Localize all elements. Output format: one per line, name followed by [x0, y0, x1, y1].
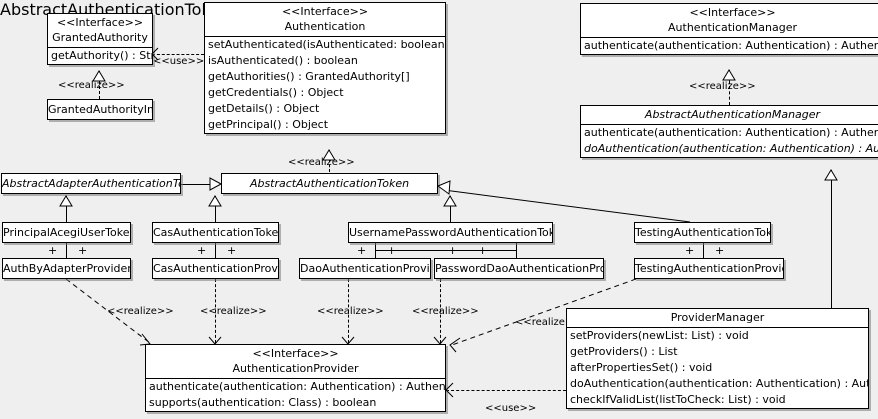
class-provider-manager[interactable]: ProviderManager setProviders(newList: Li…: [566, 308, 869, 409]
class-name: GrantedAuthority: [52, 31, 148, 44]
class-auth-by-adapter-provider[interactable]: AuthByAdapterProvider: [2, 258, 131, 279]
divider: [567, 327, 868, 328]
multiplicity-plus: +: [78, 244, 88, 257]
multiplicity-plus: +: [715, 244, 725, 257]
operation: authenticate(authentication: Authenticat…: [584, 39, 878, 52]
class-header: ProviderManager: [567, 309, 868, 327]
class-abstract-adapter-authentication-token[interactable]: AbstractAdapterAuthenticationToken: [1, 173, 181, 194]
assoc-line-cas-casprovider: [215, 243, 216, 258]
realize-line-dao-provider: [348, 279, 349, 343]
class-authentication-provider[interactable]: <<Interface>> AuthenticationProvider aut…: [145, 344, 446, 412]
operation: getCredentials() : Object: [208, 86, 344, 99]
operation: doAuthentication(authentication: Authent…: [584, 142, 878, 155]
multiplicity-plus: +: [478, 244, 488, 257]
operation: getPrincipal() : Object: [208, 118, 329, 131]
gen-line-providermanager: [831, 170, 832, 308]
class-dao-authentication-provider[interactable]: DaoAuthenticationProvider: [299, 258, 431, 279]
operation: setAuthenticated(isAuthenticated: boolea…: [208, 38, 445, 51]
operations-compartment: setProviders(newList: List) : void getPr…: [567, 328, 868, 408]
multiplicity-plus: +: [685, 244, 695, 257]
class-header: <<Interface>> GrantedAuthority: [48, 14, 152, 47]
assoc-bar-username-providers: [375, 250, 517, 251]
realize-line-grantedauthorityimpl: [99, 71, 100, 99]
operation: setProviders(newList: List) : void: [570, 329, 749, 342]
gen-line-usernamepasswordtoken: [450, 196, 451, 222]
divider: [581, 124, 878, 125]
class-principal-acegi-user-token[interactable]: PrincipalAcegiUserToken: [2, 222, 131, 243]
class-authentication-manager[interactable]: <<Interface>> AuthenticationManager auth…: [580, 3, 878, 55]
class-header: <<Interface>> AuthenticationManager: [581, 4, 878, 37]
operations-compartment: authenticate(authentication: Authenticat…: [146, 379, 445, 411]
gen-line-principalacegiusertoken: [66, 196, 67, 222]
multiplicity-plus: +: [227, 244, 237, 257]
label-realize-dao: <<realize>>: [317, 306, 384, 317]
stereotype-label: <<Interface>>: [252, 347, 339, 360]
multiplicity-plus: +: [448, 244, 458, 257]
assoc-line-testing-testingprovider: [703, 243, 704, 258]
class-name: ProviderManager: [670, 311, 765, 324]
class-name: AuthenticationProvider: [232, 362, 359, 375]
operation: afterPropertiesSet() : void: [570, 361, 713, 374]
class-cas-authentication-token[interactable]: CasAuthenticationToken: [152, 222, 279, 243]
class-testing-authentication-token[interactable]: TestingAuthenticationToken: [634, 222, 771, 243]
label-realize-authbyadapter: <<realize>>: [107, 306, 174, 317]
label-use-authentication-grantedauthority: <<use>>: [153, 56, 205, 67]
class-granted-authority-impl[interactable]: GrantedAuthorityImpl: [47, 99, 153, 120]
operations-compartment: authenticate(authentication: Authenticat…: [581, 38, 878, 54]
divider: [146, 378, 445, 379]
label-realize-grantedauthorityimpl: <<realize>>: [58, 80, 125, 91]
class-header: <<Interface>> AuthenticationProvider: [146, 345, 445, 378]
class-granted-authority[interactable]: <<Interface>> GrantedAuthority getAuthor…: [47, 13, 153, 65]
class-name: AbstractAuthenticationManager: [644, 108, 821, 121]
operation: supports(authentication: Class) : boolea…: [149, 396, 377, 409]
realize-line-abstractauthenticationtoken: [329, 150, 330, 172]
operations-compartment: setAuthenticated(isAuthenticated: boolea…: [205, 37, 445, 133]
use-line-providermanager: [446, 390, 566, 391]
operations-compartment: getAuthority() : String: [48, 48, 152, 64]
class-header: AbstractAuthenticationManager: [581, 106, 878, 124]
realize-line-abstractauthenticationmanager: [729, 70, 730, 105]
class-abstract-authentication-token[interactable]: AbstractAuthenticationToken: [221, 173, 438, 194]
label-use-providermanager: <<use>>: [485, 403, 537, 414]
realize-line-cas-provider: [215, 279, 216, 343]
realize-line-passworddao-provider: [440, 279, 441, 343]
operations-compartment: authenticate(authentication: Authenticat…: [581, 125, 878, 157]
class-cas-authentication-provider[interactable]: CasAuthenticationProvider: [152, 258, 279, 279]
divider: [205, 36, 445, 37]
stereotype-label: <<Interface>>: [56, 16, 144, 29]
operation: getDetails() : Object: [208, 102, 320, 115]
multiplicity-plus: +: [387, 244, 397, 257]
divider: [581, 37, 878, 38]
assoc-line-adapter-to-abstracttoken: [180, 184, 210, 185]
operation: authenticate(authentication: Authenticat…: [149, 380, 445, 393]
multiplicity-plus: +: [357, 244, 367, 257]
use-line-authentication-grantedauthority: [152, 54, 204, 55]
operation: checkIfValidList(listToCheck: List) : vo…: [570, 393, 786, 406]
class-abstract-authentication-manager[interactable]: AbstractAuthenticationManager authentica…: [580, 105, 878, 158]
multiplicity-plus: +: [48, 244, 58, 257]
class-username-password-authentication-token[interactable]: UsernamePasswordAuthenticationToken: [348, 222, 553, 243]
class-header: <<Interface>> Authentication: [205, 3, 445, 36]
operation: doAuthentication(authentication: Authent…: [570, 377, 868, 390]
operation: getProviders() : List: [570, 345, 678, 358]
class-password-dao-authentication-provider[interactable]: PasswordDaoAuthenticationProvider: [434, 258, 604, 279]
operation: getAuthority() : String: [51, 49, 152, 62]
label-realize-abstractauthenticationmanager: <<realize>>: [689, 81, 756, 92]
class-name: AuthenticationManager: [668, 21, 797, 34]
stereotype-label: <<Interface>>: [281, 5, 369, 18]
divider: [48, 47, 152, 48]
class-name: Authentication: [284, 20, 366, 33]
label-realize-abstractauthenticationtoken: <<realize>>: [288, 157, 355, 168]
class-testing-authentication-provider[interactable]: TestingAuthenticationProvider: [634, 258, 784, 279]
multiplicity-plus: +: [197, 244, 207, 257]
label-realize-passworddao: <<realize>>: [412, 306, 479, 317]
label-realize-cas: <<realize>>: [200, 306, 267, 317]
class-authentication[interactable]: <<Interface>> Authentication setAuthenti…: [204, 2, 446, 134]
operation: authenticate(authentication: Authenticat…: [584, 126, 878, 139]
stereotype-label: <<Interface>>: [689, 6, 776, 19]
operation: getAuthorities() : GrantedAuthority[]: [208, 70, 410, 83]
assoc-line-principal-authbyadapter: [66, 243, 67, 258]
operation: isAuthenticated() : boolean: [208, 54, 358, 67]
gen-line-casauthenticationtoken: [215, 196, 216, 222]
